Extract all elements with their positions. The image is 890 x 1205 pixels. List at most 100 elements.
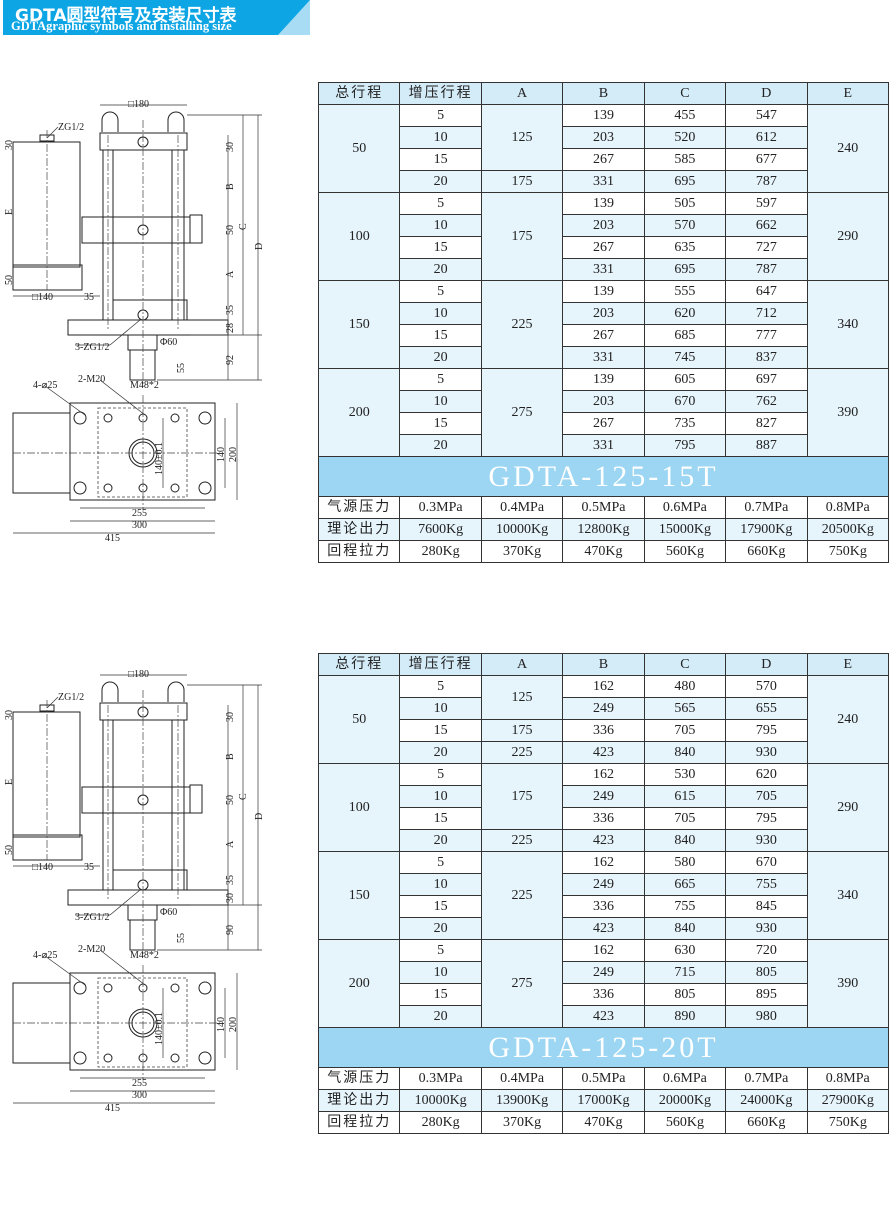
dimension-label: ZG1/2 <box>58 692 84 703</box>
dim-b-cell: 331 <box>562 346 645 369</box>
dimension-label: 30 <box>225 142 236 152</box>
boost-stroke-cell: 10 <box>399 697 482 720</box>
dim-b-cell: 249 <box>562 697 645 720</box>
middle-block <box>81 786 191 814</box>
dim-a-cell: 175 <box>480 719 564 742</box>
dim-d-cell: 662 <box>725 214 808 237</box>
dimension-label: □180 <box>128 669 149 680</box>
dimension-label: 28 <box>225 323 236 333</box>
dim-e-cell: 340 <box>806 280 890 369</box>
column-header: D <box>725 82 808 105</box>
mounting-hole <box>103 483 113 493</box>
dimension-label: B <box>225 183 236 190</box>
dim-c-cell: 635 <box>643 236 727 259</box>
boost-stroke-cell: 20 <box>399 741 482 764</box>
dimension-label: B <box>225 753 236 760</box>
perf-value: 24000Kg <box>725 1089 808 1112</box>
dim-d-cell: 887 <box>725 434 808 457</box>
mounting-hole <box>198 411 212 425</box>
total-stroke-cell: 100 <box>317 192 401 281</box>
bolt-pattern <box>97 977 188 1068</box>
boost-stroke-cell: 5 <box>399 851 482 874</box>
dim-e-cell: 390 <box>806 368 890 457</box>
dimension-label: 255 <box>132 1078 147 1089</box>
boost-stroke-cell: 5 <box>399 368 482 391</box>
mounting-hole <box>73 1051 87 1065</box>
dim-c-cell: 840 <box>643 741 727 764</box>
dim-d-cell: 787 <box>725 258 808 281</box>
column-header: 增压行程 <box>399 653 482 676</box>
perf-value: 470Kg <box>562 1111 645 1134</box>
banner-title-en: GDTAgraphic symbols and installing size <box>11 19 232 33</box>
mounting-hole <box>198 981 212 995</box>
dim-c-cell: 705 <box>643 807 727 830</box>
dim-c-cell: 620 <box>643 302 727 325</box>
dim-d-cell: 705 <box>725 785 808 808</box>
dim-b-cell: 249 <box>562 785 645 808</box>
boost-stroke-cell: 15 <box>399 719 482 742</box>
dim-d-cell: 930 <box>725 829 808 852</box>
dim-b-cell: 267 <box>562 148 645 171</box>
boost-stroke-cell: 15 <box>399 236 482 259</box>
perf-value: 0.3MPa <box>399 1067 482 1090</box>
dim-b-cell: 162 <box>562 851 645 874</box>
dim-c-cell: 585 <box>643 148 727 171</box>
dim-c-cell: 840 <box>643 917 727 940</box>
dim-e-cell: 390 <box>806 939 890 1028</box>
column-header: B <box>562 653 645 676</box>
boost-stroke-cell: 5 <box>399 104 482 127</box>
boost-stroke-cell: 10 <box>399 873 482 896</box>
dim-b-cell: 139 <box>562 368 645 391</box>
perf-label: 气源压力 <box>317 496 401 519</box>
column-header: B <box>562 82 645 105</box>
boost-stroke-cell: 10 <box>399 302 482 325</box>
dimension-label: 140±0.1 <box>154 442 165 475</box>
dim-c-cell: 890 <box>643 1005 727 1028</box>
boost-stroke-cell: 15 <box>399 895 482 918</box>
drawing-line <box>44 955 86 986</box>
dimension-label: D <box>254 243 265 250</box>
dim-d-cell: 620 <box>725 763 808 786</box>
dim-c-cell: 695 <box>643 170 727 193</box>
dim-b-cell: 203 <box>562 214 645 237</box>
column-header: D <box>725 653 808 676</box>
model-band-row: GDTA-125-20T <box>318 1027 889 1068</box>
dim-d-cell: 570 <box>725 675 808 698</box>
dimension-label: 35 <box>84 292 94 303</box>
boost-stroke-cell: 20 <box>399 1005 482 1028</box>
perf-value: 13900Kg <box>480 1089 564 1112</box>
perf-value: 280Kg <box>399 1111 482 1134</box>
drawing-line <box>46 696 59 709</box>
dim-d-cell: 777 <box>725 324 808 347</box>
dim-d-cell: 837 <box>725 346 808 369</box>
dim-c-cell: 685 <box>643 324 727 347</box>
dim-e-cell: 290 <box>806 763 890 852</box>
model-name: GDTA-125-15T <box>318 456 889 497</box>
dim-d-cell: 795 <box>725 807 808 830</box>
total-stroke-cell: 50 <box>317 104 401 193</box>
perf-label: 气源压力 <box>317 1067 401 1090</box>
dim-b-cell: 203 <box>562 390 645 413</box>
middle-block <box>81 216 191 244</box>
dimension-label: 4-⌀25 <box>33 950 57 961</box>
dimension-label: 415 <box>105 1103 120 1114</box>
mounting-hole <box>170 483 180 493</box>
boost-stroke-cell: 20 <box>399 917 482 940</box>
dim-b-cell: 267 <box>562 236 645 259</box>
boost-stroke-cell: 15 <box>399 324 482 347</box>
dimension-label: C <box>238 793 249 800</box>
drawing-line <box>46 126 59 139</box>
dimension-label: 200 <box>228 1017 239 1032</box>
